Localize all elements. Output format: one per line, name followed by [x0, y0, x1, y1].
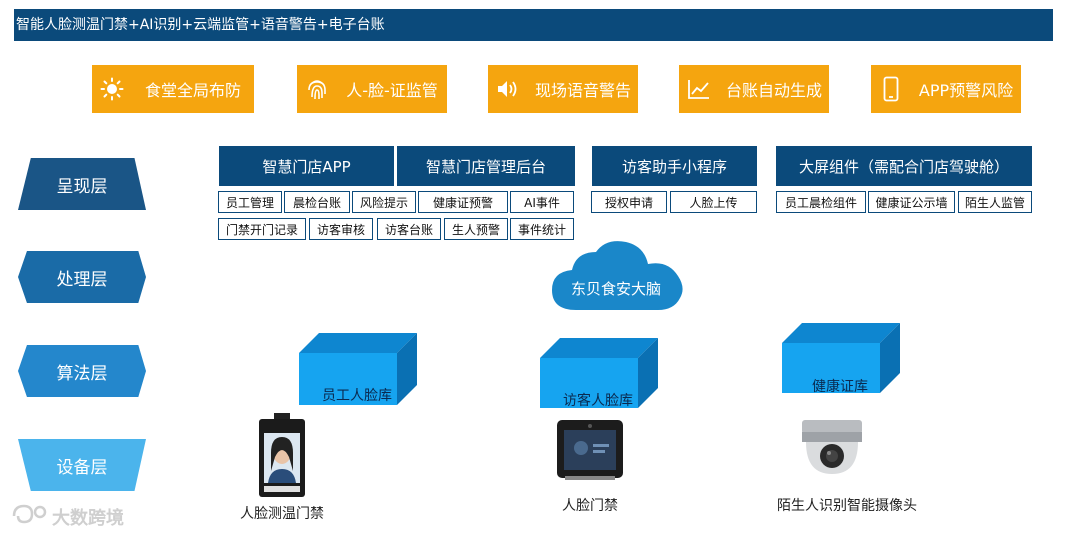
module-visitor-review: 访客审核 [309, 218, 373, 240]
line-chart-icon [679, 78, 719, 100]
module-morning-check-widget: 员工晨检组件 [776, 191, 866, 213]
feature-badge-face-id: 人-脸-证监管 [297, 65, 447, 113]
layer-processing: 处理层 [18, 251, 146, 303]
layer-algorithm: 算法层 [18, 345, 146, 397]
module-visitor-ledger: 访客台账 [377, 218, 441, 240]
module-face-upload: 人脸上传 [670, 191, 757, 213]
module-health-cert-alert: 健康证预警 [418, 191, 508, 213]
speaker-icon [488, 78, 528, 100]
page-title: 智能人脸测温门禁+AI识别+云端监管+语音警告+电子台账 [14, 9, 1053, 41]
module-morning-check: 晨检台账 [284, 191, 350, 213]
sun-icon [92, 77, 132, 101]
layer-presentation: 呈现层 [18, 158, 146, 210]
module-risk-alert: 风险提示 [352, 191, 416, 213]
feature-badge-ledger: 台账自动生成 [679, 65, 829, 113]
device-label: 陌生人识别智能摄像头 [777, 495, 917, 515]
dome-camera-icon [796, 418, 868, 478]
watermark-logo-icon [10, 502, 50, 528]
module-event-stats: 事件统计 [510, 218, 574, 240]
layer-device: 设备层 [18, 439, 146, 491]
module-stranger-alert: 生人预警 [444, 218, 508, 240]
cube-label: 健康证库 [812, 376, 868, 396]
backend-header: 智慧门店管理后台 [397, 146, 575, 186]
feature-label: 人-脸-证监管 [337, 77, 447, 101]
device-label: 人脸测温门禁 [240, 503, 324, 523]
cube-label: 访客人脸库 [563, 390, 633, 410]
module-health-cert-wall: 健康证公示墙 [868, 191, 955, 213]
feature-label: 台账自动生成 [719, 77, 829, 101]
watermark-text: 大数跨境 [52, 504, 124, 530]
module-stranger-monitor: 陌生人监管 [958, 191, 1032, 213]
temperature-face-terminal-icon [256, 413, 308, 499]
cloud-icon [548, 238, 688, 314]
big-screen-header: 大屏组件（需配合门店驾驶舱） [776, 146, 1032, 186]
cloud-label: 东贝食安大脑 [548, 278, 684, 299]
module-ai-event: AI事件 [510, 191, 574, 213]
feature-badge-defense: 食堂全局布防 [92, 65, 254, 113]
cube-label: 员工人脸库 [322, 385, 392, 405]
feature-label: APP预警风险 [911, 77, 1021, 101]
app-header: 智慧门店APP [219, 146, 394, 186]
fingerprint-icon [297, 77, 337, 101]
module-employee-management: 员工管理 [218, 191, 282, 213]
module-access-log: 门禁开门记录 [218, 218, 306, 240]
device-label: 人脸门禁 [562, 495, 618, 515]
visitor-miniprogram-header: 访客助手小程序 [592, 146, 757, 186]
face-access-terminal-icon [555, 418, 625, 482]
feature-label: 现场语音警告 [528, 77, 638, 101]
feature-badge-voice: 现场语音警告 [488, 65, 638, 113]
smartphone-icon [871, 76, 911, 102]
module-authorization-request: 授权申请 [591, 191, 667, 213]
feature-label: 食堂全局布防 [132, 77, 254, 101]
feature-badge-app-alert: APP预警风险 [871, 65, 1021, 113]
